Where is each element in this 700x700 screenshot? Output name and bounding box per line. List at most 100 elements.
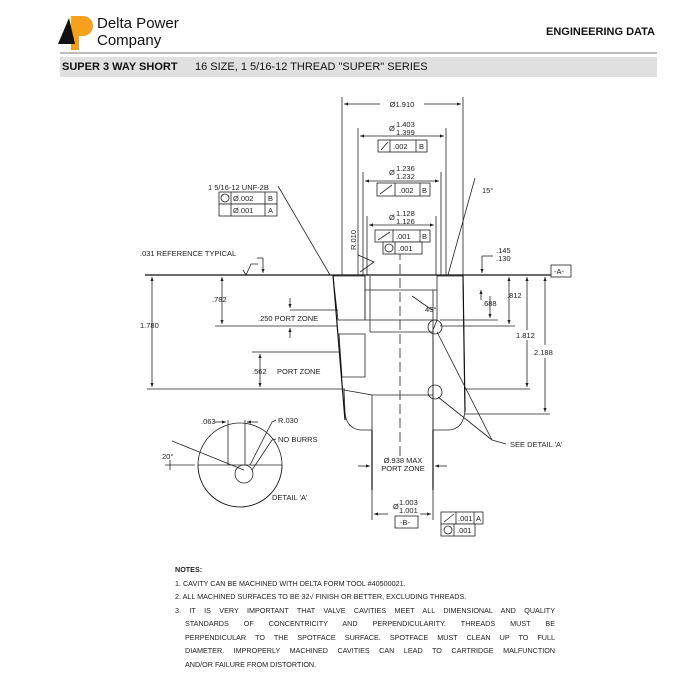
- depth-dimensions-left: 1.780 .782 .250 PORT ZONE .562 PORT ZONE: [140, 277, 345, 390]
- delta-power-logo-icon: [58, 16, 93, 50]
- depth-dimensions-right: .688 .812 1.812 2.188 45°: [411, 277, 553, 415]
- dimension-label: .001: [458, 514, 473, 523]
- dimension-label: PORT ZONE: [381, 464, 424, 473]
- notes-title: NOTES:: [175, 565, 203, 574]
- brand-name-line2: Company: [97, 32, 162, 49]
- dimension-label: 1 5/16-12 UNF-2B: [208, 183, 269, 192]
- dimension-label: 1.236: [396, 164, 415, 173]
- drawing-line: [251, 438, 277, 471]
- dimension-label: .001: [457, 526, 472, 535]
- dimension-label: .130: [496, 254, 511, 263]
- notes-section: NOTES: 1. CAVITY CAN BE MACHINED WITH DE…: [175, 563, 555, 671]
- drawing-line: [384, 243, 394, 253]
- datum-a-box: [550, 264, 572, 278]
- header-divider: [60, 52, 657, 54]
- drawing-line: [277, 185, 331, 276]
- note-item-continued: STANDARDS OF CONCENTRICITY AND PERPENDIC…: [185, 619, 555, 628]
- dimension-label: Ø: [393, 502, 399, 511]
- dimension-label: B: [419, 142, 424, 151]
- note-item-continued: PERPENDICULAR TO THE SPOTFACE SURFACE. S…: [185, 632, 555, 642]
- drawing-line: [171, 440, 245, 471]
- drawing-line: [432, 275, 466, 431]
- cavity-section: [332, 250, 466, 490]
- dimension-label: 2.188: [534, 348, 553, 357]
- detail-a-view: .063 R.030 NO BURRS 20° DETAIL 'A': [162, 416, 318, 508]
- dimension-label: PORT ZONE: [277, 367, 320, 376]
- product-name: SUPER 3 WAY SHORT: [62, 61, 178, 73]
- dimension-label: -B-: [400, 518, 411, 527]
- dimension-label: B: [422, 232, 427, 241]
- drawing-line: [338, 333, 366, 378]
- dimension-label: .812: [507, 291, 522, 300]
- note-item: 2. ALL MACHINED SURFACES TO BE 32√ FINIS…: [175, 592, 467, 601]
- drawing-line: [218, 203, 278, 217]
- drawing-line: [380, 141, 389, 151]
- thread-callout: 1 5/16-12 UNF-2B Ø.002 B Ø.001 A: [208, 183, 331, 276]
- drawing-line: [440, 523, 476, 537]
- dimension-label: 1.399: [396, 128, 415, 137]
- drawing-line: [443, 525, 453, 535]
- drawing-line: [377, 231, 391, 241]
- angle-15-line: [447, 177, 476, 276]
- dimension-label: 1.812: [516, 331, 535, 340]
- drawing-line: [197, 422, 283, 508]
- dimension-label: 1.001: [399, 506, 418, 515]
- dimension-label: A: [476, 514, 481, 523]
- note-item: 1. CAVITY CAN BE MACHINED WITH DELTA FOR…: [175, 578, 406, 588]
- dimension-label: Ø: [389, 124, 395, 133]
- dimension-label: .063: [201, 417, 216, 426]
- drawing-line: [357, 254, 375, 273]
- drawing-line: [443, 513, 455, 523]
- drawing-line: [332, 275, 366, 321]
- drawing-line: [332, 274, 346, 421]
- drawing-line: [436, 331, 493, 441]
- product-description: 16 SIZE, 1 5/16-12 THREAD "SUPER" SERIES: [195, 61, 428, 73]
- dimension-label: Ø.002: [233, 194, 253, 203]
- dimension-label: NO BURRS: [278, 435, 318, 444]
- drawing-line: [249, 419, 277, 466]
- drawing-line: [427, 319, 443, 335]
- drawing-line: [411, 295, 433, 311]
- title-bar: SUPER 3 WAY SHORT 16 SIZE, 1 5/16-12 THR…: [60, 57, 657, 77]
- dimension-label: Ø1.910: [390, 100, 415, 109]
- brand-name-line1: Delta Power: [97, 15, 179, 32]
- note-item-continued: DIAMETER. IMPROPERLY MACHINED CAVITIES C…: [185, 646, 555, 655]
- dimension-label: Ø: [389, 213, 395, 222]
- note-item: 3. IT IS VERY IMPORTANT THAT VALVE CAVIT…: [175, 605, 555, 615]
- dimension-label: .001: [396, 232, 411, 241]
- drawing-line: [220, 193, 230, 203]
- drawing-line: [379, 184, 393, 195]
- section-title: ENGINEERING DATA: [546, 26, 655, 38]
- dimension-label: Ø.938 MAX: [384, 456, 423, 465]
- note-item-continued: AND/OR FAILURE FROM DISTORTION.: [185, 659, 317, 669]
- drawing-line: [491, 439, 507, 445]
- dimension-label: 1.780: [140, 321, 159, 330]
- dimension-label: .002: [399, 186, 414, 195]
- company-logo: [57, 14, 93, 50]
- dimension-label: Ø.001: [233, 206, 253, 215]
- dimension-label: B: [268, 194, 273, 203]
- dimension-label: .562: [252, 367, 267, 376]
- angle-15-label: 15°: [482, 186, 493, 195]
- dimension-label: .782: [212, 295, 227, 304]
- dimension-label: 1.403: [396, 120, 415, 129]
- datum-b-box: [394, 515, 419, 529]
- dimension-label: DETAIL 'A': [272, 493, 308, 502]
- dimension-label: 1.003: [399, 498, 418, 507]
- radius-010-label: R.010: [349, 230, 358, 250]
- drawing-line: [462, 274, 466, 413]
- drawing-line: [437, 396, 493, 441]
- drawing-line: [234, 464, 254, 484]
- dimension-label: 20°: [162, 452, 173, 461]
- dimension-label: .002: [393, 142, 408, 151]
- dimension-label: R.030: [278, 416, 298, 425]
- drawing-line: [242, 263, 258, 276]
- dimension-label: 1.128: [396, 209, 415, 218]
- dimension-label: .145: [496, 246, 511, 255]
- dimension-label: .250 PORT ZONE: [258, 314, 318, 323]
- see-detail-label: SEE DETAIL 'A': [510, 440, 563, 449]
- dimension-label: A: [268, 206, 273, 215]
- dimension-label: 1.232: [396, 172, 415, 181]
